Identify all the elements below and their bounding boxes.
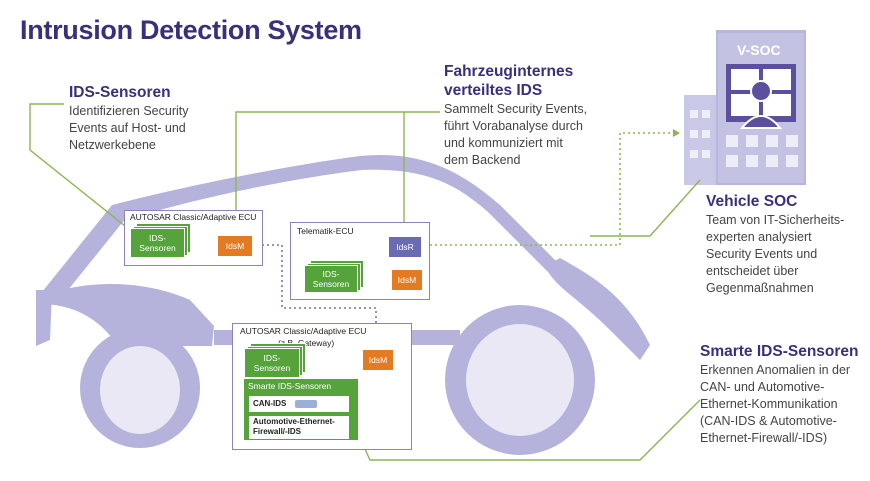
smart-ids-line-3: Ethernet-Kommunikation	[700, 397, 838, 411]
vehicle-soc-line-1: Team von IT-Sicherheits-	[706, 213, 845, 227]
ids-sensor-stack-1: IDS-Sensoren	[130, 223, 191, 258]
page-title: Intrusion Detection System	[20, 15, 362, 45]
smart-ids-line-2: CAN- und Automotive-	[700, 380, 825, 394]
idsm-module-1: IdsM	[218, 236, 252, 256]
internal-ids-line-1: Sammelt Security Events,	[444, 102, 588, 116]
can-ids-label: CAN-IDS	[253, 399, 287, 408]
vehicle-soc-heading: Vehicle SOC	[706, 193, 798, 210]
gateway-ecu-label-1: AUTOSAR Classic/Adaptive ECU	[240, 326, 367, 336]
can-bus-icon	[294, 399, 317, 408]
ids-sensoren-line-1: Identifizieren Security	[69, 104, 189, 118]
internal-ids-heading-1: Fahrzeuginternes	[444, 63, 574, 80]
ids-sensor-stack-telematik: IDS-Sensoren	[304, 260, 364, 293]
internal-ids-line-3: und kommuniziert mit	[444, 136, 563, 150]
vsoc-building-icon	[684, 30, 806, 185]
internal-ids-line-4: dem Backend	[444, 153, 521, 167]
can-ids-box: CAN-IDS	[249, 396, 349, 412]
ethernet-firewall-box: Automotive-Ethernet- Firewall/-IDS	[249, 416, 349, 439]
gateway-ecu-label-2: (z.B. Gateway)	[278, 338, 335, 348]
smart-ids-line-1: Erkennen Anomalien in der	[700, 363, 851, 377]
sensor-telematik-line-2: Sensoren	[312, 279, 350, 289]
ids-sensoren-line-3: Netzwerkebene	[69, 138, 156, 152]
internal-ids-line-2: führt Vorabanalyse durch	[444, 119, 583, 133]
ids-sensoren-heading: IDS-Sensoren	[69, 84, 171, 101]
idsm-module-telematik: IdsM	[392, 270, 422, 290]
sensor-gateway-line-1: IDS-	[263, 353, 281, 363]
ethernet-firewall-line-1: Automotive-Ethernet-	[253, 417, 335, 426]
sensor-1-line-1: IDS-	[148, 233, 166, 243]
idsm-module-gateway: IdsM	[363, 350, 393, 370]
smart-ids-line-4: (CAN-IDS & Automotive-	[700, 414, 837, 428]
idsr-module: IdsR	[389, 237, 421, 257]
sensor-gateway-line-2: Sensoren	[253, 363, 291, 373]
smart-ids-group-title: Smarte IDS-Sensoren	[248, 381, 332, 391]
sensor-telematik-line-1: IDS-	[322, 269, 340, 279]
ethernet-firewall-line-2: Firewall/-IDS	[253, 427, 302, 436]
sensor-1-line-2: Sensoren	[139, 243, 176, 253]
autosar-ecu-label: AUTOSAR Classic/Adaptive ECU	[130, 212, 257, 222]
vehicle-soc-line-4: entscheidet über	[706, 264, 799, 278]
vsoc-label: V-SOC	[737, 42, 781, 58]
internal-ids-heading-2: verteiltes IDS	[444, 82, 543, 99]
ids-sensoren-line-2: Events auf Host- und	[69, 121, 186, 135]
smart-ids-heading: Smarte IDS-Sensoren	[700, 343, 859, 360]
connector-lines	[29, 103, 701, 461]
smart-ids-line-5: Ethernet-Firewall/-IDS)	[700, 431, 828, 445]
vehicle-soc-line-3: Security Events und	[706, 247, 818, 261]
telematik-ecu-label: Telematik-ECU	[297, 226, 354, 236]
vehicle-soc-line-5: Gegenmaßnahmen	[706, 281, 814, 295]
ids-sensor-stack-gateway: IDS-Sensoren	[244, 343, 306, 378]
vehicle-soc-line-2: experten analysiert	[706, 230, 812, 244]
